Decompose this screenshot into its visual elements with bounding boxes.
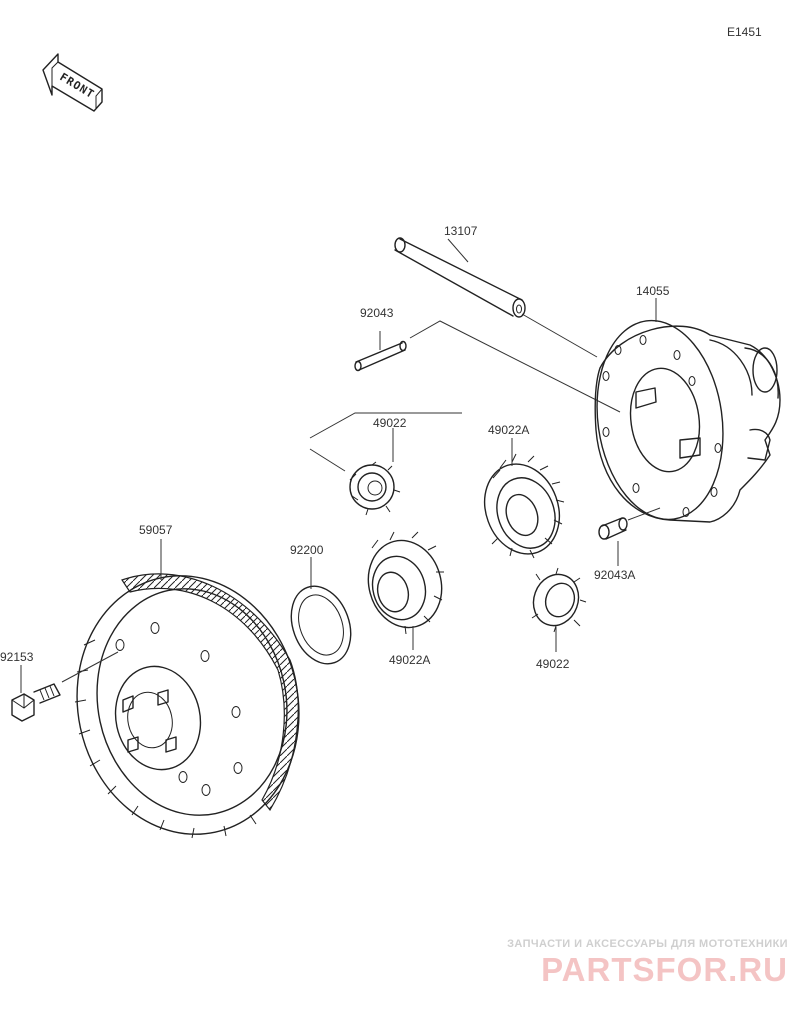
ring-gear-59057 xyxy=(74,573,300,839)
part-label-92043: 92043 xyxy=(360,306,394,320)
pin-92043 xyxy=(354,340,407,372)
pinion-gear-49022-top xyxy=(349,461,401,516)
side-gear-49022A-bottom xyxy=(367,531,444,635)
shaft-13107 xyxy=(394,237,526,318)
diagram-code: E1451 xyxy=(727,25,762,39)
front-label: FRONT xyxy=(57,70,96,101)
side-gear-49022A-top xyxy=(483,453,565,559)
differential-case-14055 xyxy=(594,319,781,523)
part-label-49022A-top: 49022A xyxy=(488,423,529,437)
part-label-49022-bottom: 49022 xyxy=(536,657,570,671)
part-label-13107: 13107 xyxy=(444,224,478,238)
bolt-holes xyxy=(602,335,722,517)
part-label-14055: 14055 xyxy=(636,284,670,298)
part-label-92200: 92200 xyxy=(290,543,324,557)
bolt-92153 xyxy=(11,683,61,722)
part-label-92153: 92153 xyxy=(0,650,34,664)
washer-92200 xyxy=(290,585,352,665)
front-arrow-icon: FRONT xyxy=(42,53,103,112)
part-label-49022A-bottom: 49022A xyxy=(389,653,430,667)
pin-92043A xyxy=(598,517,628,540)
part-label-92043A: 92043A xyxy=(594,568,635,582)
pinion-gear-49022-bottom xyxy=(531,567,587,633)
watermark-logo: PARTSFOR.RU xyxy=(541,951,788,988)
watermark-tagline: ЗАПЧАСТИ И АКСЕССУАРЫ ДЛЯ МОТОТЕХНИКИ xyxy=(507,938,788,950)
part-label-59057: 59057 xyxy=(139,523,173,537)
part-label-49022-top: 49022 xyxy=(373,416,407,430)
